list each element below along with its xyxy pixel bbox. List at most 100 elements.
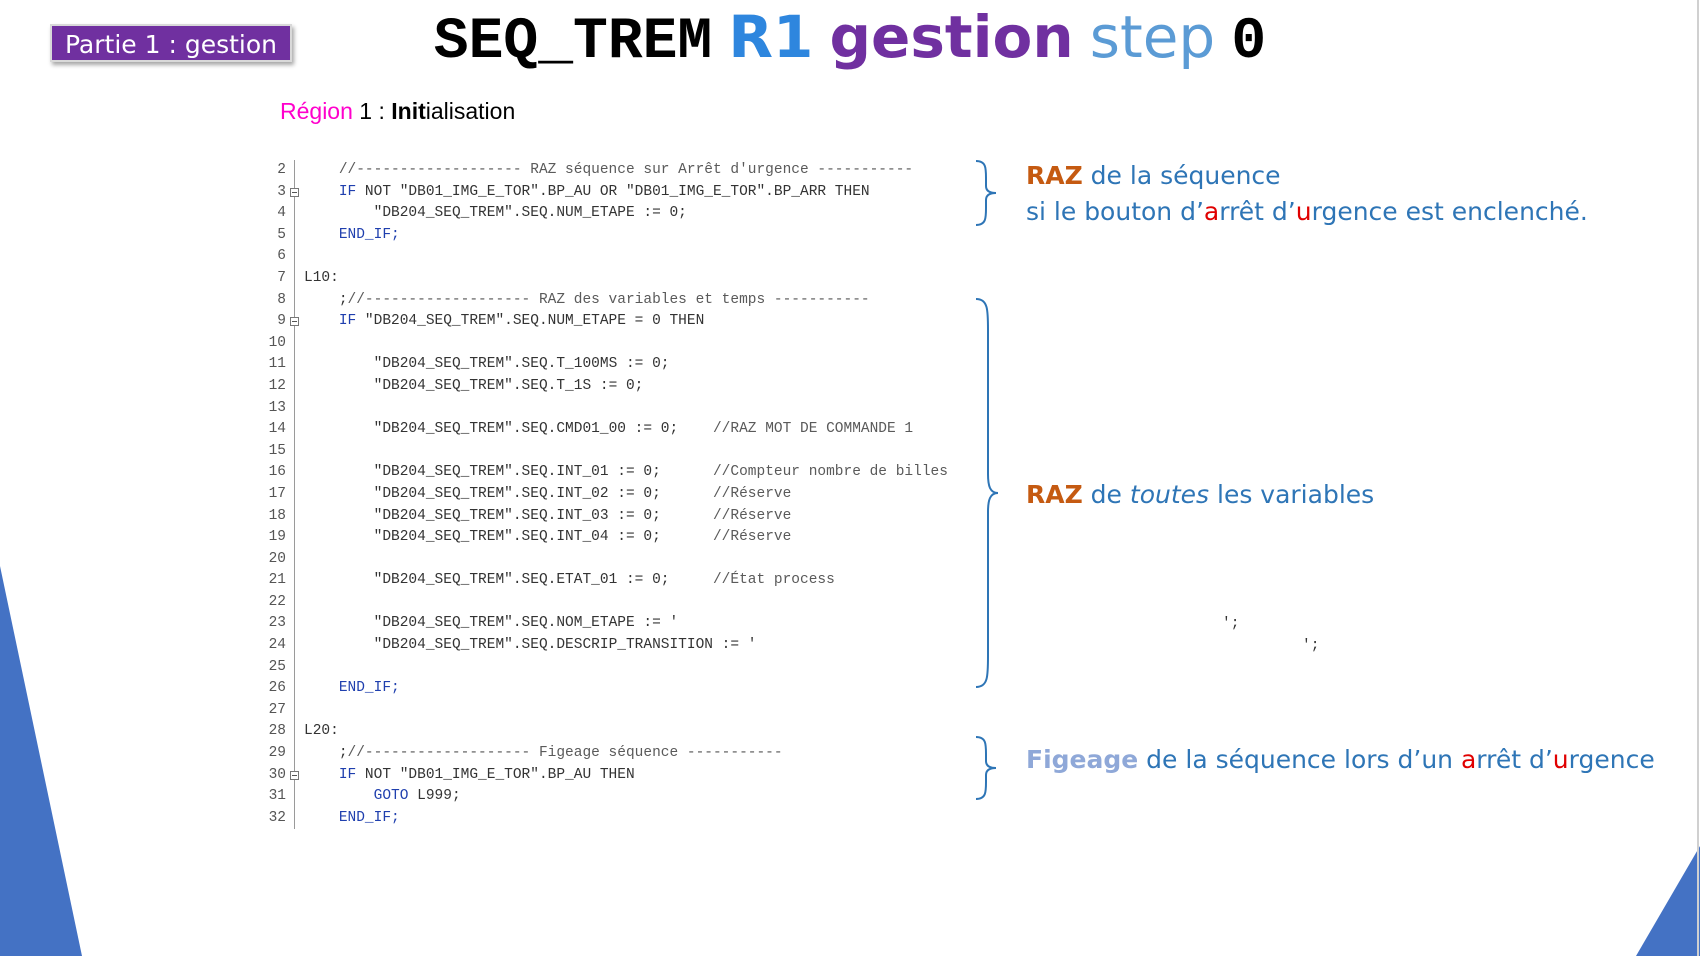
code-indent (304, 637, 374, 653)
gutter-line (294, 160, 295, 182)
gutter-line (294, 743, 295, 765)
code-text: "DB204_SEQ_TREM".SEQ.INT_02 := 0; //Rése… (304, 484, 792, 506)
region-rest: ialisation (425, 98, 516, 124)
gutter-line (294, 807, 295, 830)
line-number: 10 (268, 334, 286, 351)
code-indent (304, 529, 374, 545)
code-statement: "DB204_SEQ_TREM".SEQ.INT_02 := 0; (373, 485, 713, 502)
code-string-end-23: '; (1222, 616, 1240, 632)
code-keyword: IF (338, 766, 365, 783)
gutter-line (294, 224, 295, 247)
code-indent (304, 292, 339, 308)
code-comment: //------------------- Figeage séquence -… (347, 745, 783, 762)
gutter-line (294, 397, 295, 420)
code-indent (304, 205, 374, 221)
code-indent (304, 615, 374, 631)
gutter-line (294, 375, 295, 398)
code-statement: "DB204_SEQ_TREM".SEQ.INT_03 := 0; (373, 507, 713, 524)
collapse-icon[interactable] (290, 770, 299, 780)
code-text: GOTO L999; (304, 786, 461, 808)
code-statement: "DB204_SEQ_TREM".SEQ.NOM_ETAPE := ' (373, 615, 679, 632)
code-indent (304, 421, 374, 437)
line-number: 15 (268, 442, 286, 459)
title-r1: R1 (728, 3, 814, 71)
annotation-raz-keyword: RAZ (1026, 480, 1083, 509)
gutter-line (294, 527, 295, 549)
line-number: 25 (268, 658, 286, 675)
code-statement: "DB204_SEQ_TREM".SEQ.NUM_ETAPE = 0 THEN (364, 313, 705, 330)
code-indent (304, 767, 339, 783)
page-title: SEQ_TREM R1 gestion step 0 (0, 2, 1700, 78)
collapse-icon[interactable] (290, 187, 299, 197)
code-indent (304, 745, 339, 761)
code-text: "DB204_SEQ_TREM".SEQ.T_1S := 0; (304, 376, 644, 398)
gutter-line (294, 613, 295, 636)
code-indent (304, 378, 374, 394)
line-number: 14 (268, 421, 286, 438)
annotation-text: si le bouton d’ (1026, 197, 1204, 226)
code-indent (304, 184, 339, 200)
annotation-raz-sequence: RAZ de la séquence si le bouton d’arrêt … (1026, 158, 1588, 230)
code-text: ;//------------------- Figeage séquence … (304, 743, 783, 765)
code-text: "DB204_SEQ_TREM".SEQ.INT_03 := 0; //Rése… (304, 506, 792, 528)
code-keyword: END_IF; (338, 680, 400, 697)
annotation-text: de (1082, 480, 1130, 509)
annotation-text: les variables (1209, 480, 1375, 509)
gutter-line (294, 246, 295, 268)
annotation-highlight: u (1295, 197, 1312, 226)
code-text: ;//------------------- RAZ des variables… (304, 290, 870, 312)
gutter-line (294, 548, 295, 571)
line-number: 7 (277, 269, 286, 286)
line-number: 12 (268, 377, 286, 394)
annotation-raz-keyword: RAZ (1026, 161, 1083, 190)
gutter-line (294, 354, 295, 376)
code-indent (304, 680, 339, 696)
line-number: 19 (268, 529, 286, 546)
code-text: END_IF; (304, 808, 400, 830)
code-indent (304, 572, 374, 588)
code-keyword: END_IF; (338, 809, 400, 826)
code-text: IF "DB204_SEQ_TREM".SEQ.NUM_ETAPE = 0 TH… (304, 311, 704, 333)
gutter-line (294, 203, 295, 225)
gutter-line (294, 505, 295, 528)
code-text: L20: (304, 721, 339, 743)
code-text: END_IF; (304, 678, 400, 700)
line-number: 22 (268, 593, 286, 610)
line-number: 13 (268, 399, 286, 416)
line-number: 2 (277, 162, 286, 178)
code-statement: NOT "DB01_IMG_E_TOR".BP_AU OR "DB01_IMG_… (364, 183, 870, 200)
code-text: END_IF; (304, 225, 400, 247)
code-string-end-24: '; (1302, 638, 1320, 654)
code-text: "DB204_SEQ_TREM".SEQ.DESCRIP_TRANSITION … (304, 635, 757, 657)
line-number: 3 (277, 183, 286, 200)
code-statement: L10: (304, 269, 339, 286)
region-bold: Init (391, 98, 426, 124)
code-text: IF NOT "DB01_IMG_E_TOR".BP_AU OR "DB01_I… (304, 182, 870, 204)
code-comment: //------------------- RAZ séquence sur A… (338, 162, 914, 178)
code-text: "DB204_SEQ_TREM".SEQ.INT_04 := 0; //Rése… (304, 527, 792, 549)
code-text: "DB204_SEQ_TREM".SEQ.NOM_ETAPE := ' (304, 613, 679, 635)
line-number: 9 (277, 313, 286, 330)
code-text: IF NOT "DB01_IMG_E_TOR".BP_AU THEN (304, 765, 635, 787)
brace-icon (975, 736, 997, 800)
code-keyword: IF (338, 183, 365, 200)
line-number: 27 (268, 701, 286, 718)
code-statement: "DB204_SEQ_TREM".SEQ.INT_01 := 0; (373, 464, 713, 481)
title-step: step (1089, 3, 1216, 71)
title-zero: 0 (1231, 10, 1267, 75)
gutter-line (294, 440, 295, 463)
code-comment: //RAZ MOT DE COMMANDE 1 (712, 421, 914, 438)
gutter-line (294, 289, 295, 312)
line-number: 16 (268, 464, 286, 481)
code-keyword: END_IF; (338, 226, 400, 243)
line-number: 29 (268, 745, 286, 762)
annotation-text: de la séquence (1082, 161, 1281, 190)
code-keyword: IF (338, 313, 365, 330)
code-text: "DB204_SEQ_TREM".SEQ.NUM_ETAPE := 0; (304, 203, 687, 225)
collapse-icon[interactable] (290, 317, 299, 327)
gutter-line (294, 267, 295, 290)
annotation-raz-variables: RAZ de toutes les variables (1026, 477, 1374, 513)
annotation-text: rrêt d’ (1219, 197, 1296, 226)
code-statement: "DB204_SEQ_TREM".SEQ.T_1S := 0; (373, 377, 644, 394)
code-statement: "DB204_SEQ_TREM".SEQ.CMD01_00 := 0; (373, 421, 713, 438)
